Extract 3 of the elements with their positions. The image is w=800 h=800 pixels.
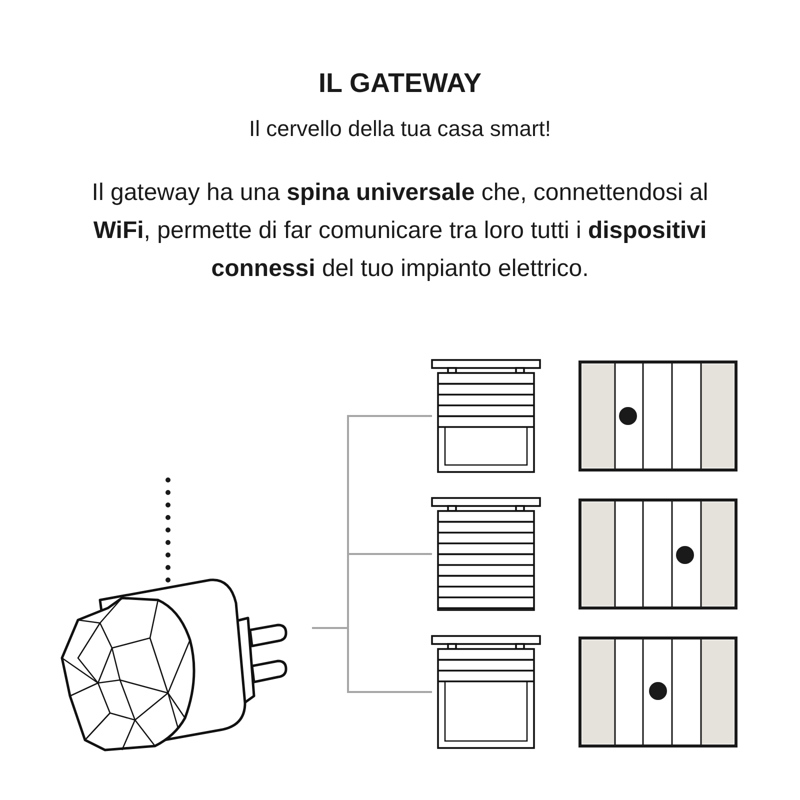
subtitle: Il cervello della tua casa smart! [248, 116, 552, 142]
title: IL GATEWAY [317, 68, 483, 99]
description-text: Il gateway ha una spina universale che, connettendosi al WiFi, permette di far comunicare tra loro tutti i dispositivi connessi del tuo impianto elettrico. [90, 178, 710, 284]
